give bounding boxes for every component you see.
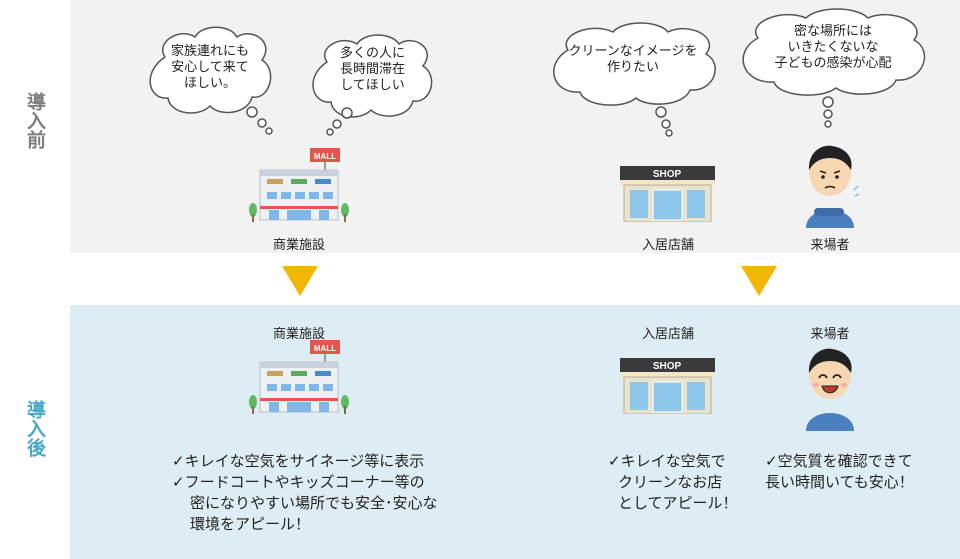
list-item: クリーンなお店 — [618, 473, 723, 491]
worried-visitor-icon — [800, 142, 860, 228]
after-shop-caption: 入居店舗 — [641, 327, 694, 342]
thought-bubble-mall-stay: 多くの人に 長時間滞在 してほしい — [305, 30, 440, 138]
shop-building-icon: SHOP — [620, 166, 715, 223]
before-label: 導入前 — [24, 92, 46, 149]
list-item: としてアピール！ — [618, 494, 738, 512]
bubble-text: 密な場所には いきたくないな 子どもの感染が心配 — [774, 24, 892, 71]
after-visitor-caption: 来場者 — [810, 327, 850, 342]
list-item: 長い時間いても安心！ — [765, 473, 914, 491]
after-label: 導入後 — [24, 400, 46, 457]
list-item: 環境をアピール！ — [190, 515, 311, 533]
list-item: ✓キレイな空気をサイネージ等に表示 — [172, 452, 425, 470]
bubble-text: クリーンなイメージを 作りたい — [568, 44, 698, 75]
visitor-caption: 来場者 — [810, 238, 850, 253]
visitor-benefits-list: ✓空気質を確認できて 長い時間いても安心！ — [765, 451, 955, 493]
thought-bubble-visitor-worry: 密な場所には いきたくないな 子どもの感染が心配 — [728, 8, 938, 133]
list-item: ✓フードコートやキッズコーナー等の — [172, 473, 425, 491]
list-item: ✓キレイな空気で — [608, 452, 726, 470]
list-item: ✓空気質を確認できて — [765, 452, 913, 470]
mall-sign-text: MALL — [314, 152, 336, 161]
thought-bubble-mall-family: 家族連れにも 安心して来て ほしい。 — [140, 22, 280, 137]
shop-sign-text: SHOP — [653, 169, 682, 180]
shop-caption: 入居店舗 — [641, 238, 694, 253]
mall-sign-text: MALL — [314, 344, 336, 353]
shop-benefits-list: ✓キレイな空気で クリーンなお店 としてアピール！ — [608, 451, 758, 514]
bubble-text: 家族連れにも 安心して来て ほしい。 — [170, 44, 249, 91]
shop-sign-text: SHOP — [653, 361, 682, 372]
after-panel — [70, 305, 960, 559]
down-arrow-icon — [282, 266, 318, 296]
down-arrow-icon — [741, 266, 777, 296]
after-mall-caption: 商業施設 — [272, 327, 325, 342]
mall-building-icon: MALL — [247, 340, 351, 418]
mall-building-icon: MALL — [247, 148, 351, 226]
mall-benefits-list: ✓キレイな空気をサイネージ等に表示 ✓フードコートやキッズコーナー等の 密になり… — [172, 451, 502, 535]
list-item: 密になりやすい場所でも安全･安心な — [190, 494, 438, 512]
happy-visitor-icon — [800, 345, 860, 431]
thought-bubble-shop-clean: クリーンなイメージを 作りたい — [538, 20, 728, 138]
shop-building-icon: SHOP — [620, 358, 715, 415]
bubble-text: 多くの人に 長時間滞在 してほしい — [339, 46, 405, 93]
mall-caption: 商業施設 — [272, 238, 325, 253]
